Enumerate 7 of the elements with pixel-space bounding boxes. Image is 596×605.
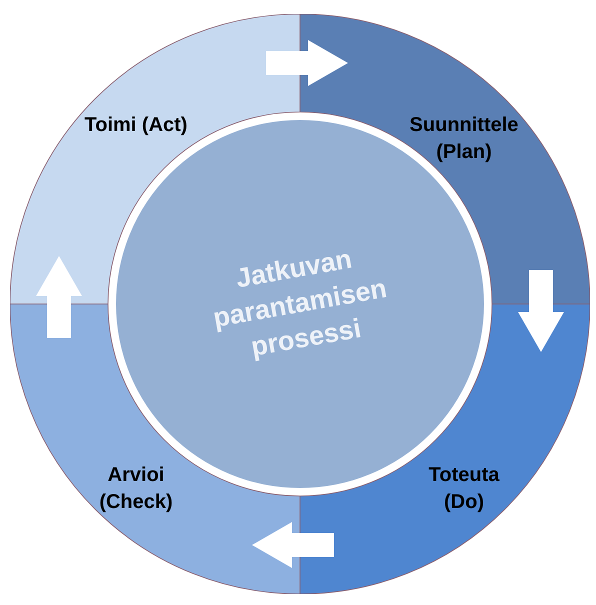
block-arrow <box>266 40 348 86</box>
block-arrow <box>36 256 82 338</box>
block-arrow <box>518 270 564 352</box>
phase-label: Toteuta (Do) <box>428 463 500 515</box>
phase-label: Arvioi (Check) <box>98 463 174 515</box>
phase-label: Suunnittele (Plan) <box>408 113 520 165</box>
phase-label: Toimi (Act) <box>84 113 188 138</box>
